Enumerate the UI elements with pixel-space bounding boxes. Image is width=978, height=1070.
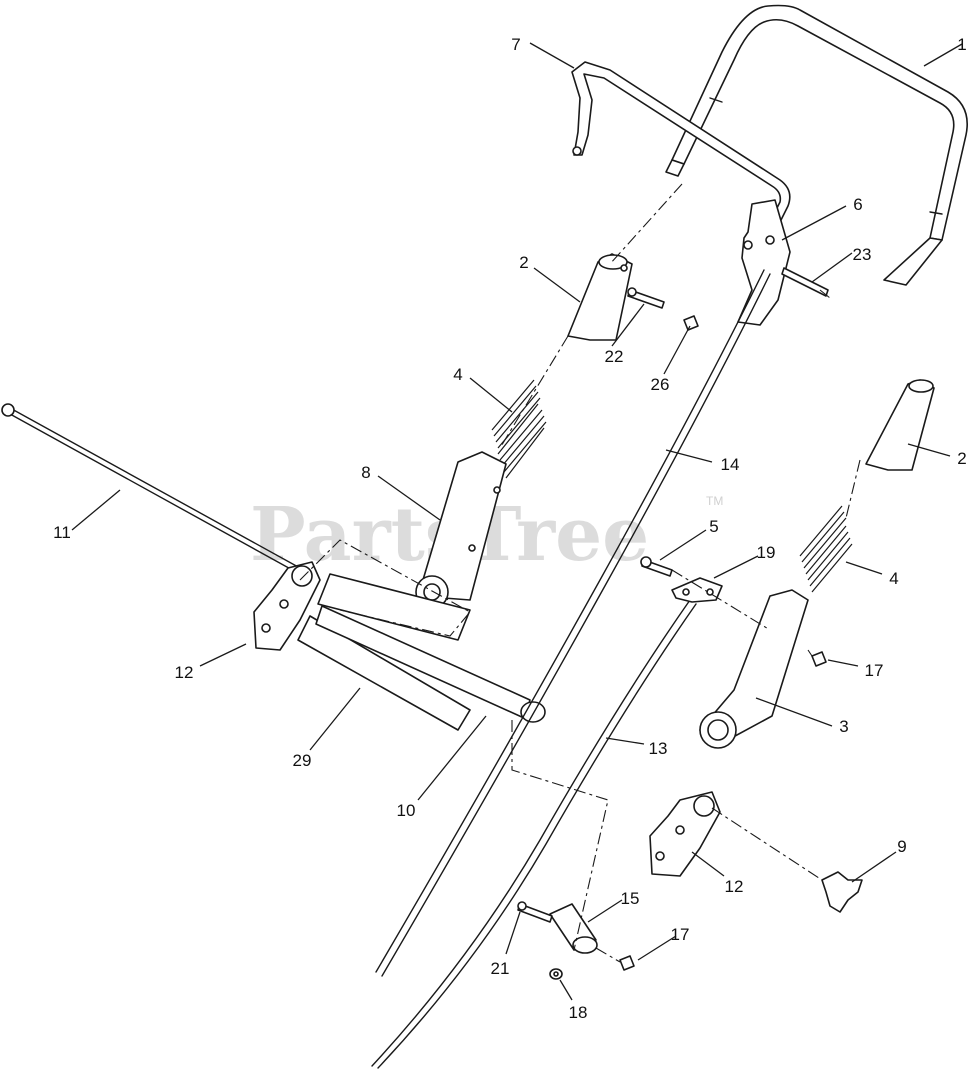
callout-4: 4	[453, 365, 462, 384]
callout-2: 2	[519, 253, 528, 272]
part-washer-18	[549, 968, 563, 980]
callout-11: 11	[53, 523, 71, 542]
part-pin-23	[781, 267, 829, 297]
part-spring-upper	[491, 379, 547, 479]
part-tube-clamp-right	[865, 379, 935, 471]
callout-5: 5	[709, 517, 718, 536]
part-ferrule-15	[549, 903, 598, 954]
part-bracket-12-right	[649, 791, 721, 877]
callout-26: 26	[651, 375, 670, 394]
callout-22: 22	[605, 347, 624, 366]
part-lower-handle-right	[699, 589, 809, 749]
callout-4: 4	[889, 569, 898, 588]
part-rod-11	[1, 403, 301, 573]
callout-19: 19	[757, 543, 776, 562]
part-cable-14	[375, 269, 771, 977]
callout-17: 17	[671, 925, 690, 944]
callout-14: 14	[721, 455, 740, 474]
part-bolt-21	[517, 901, 553, 923]
callout-10: 10	[397, 801, 416, 820]
part-nut-17-lower	[619, 955, 635, 971]
part-control-bracket	[737, 199, 791, 326]
callout-12: 12	[725, 877, 744, 896]
callout-21: 21	[491, 959, 510, 978]
part-spring-right	[799, 505, 853, 593]
callout-7: 7	[511, 35, 520, 54]
callout-1: 1	[957, 35, 966, 54]
callout-15: 15	[621, 889, 640, 908]
part-knob-9	[821, 871, 863, 913]
callout-23: 23	[853, 245, 872, 264]
part-plate-19	[671, 577, 723, 603]
callout-12: 12	[175, 663, 194, 682]
part-tube-clamp-upper	[567, 253, 633, 341]
part-bracket-12-left	[253, 561, 321, 651]
part-bolt-5	[640, 556, 673, 577]
callout-3: 3	[839, 717, 848, 736]
callout-labels: 1 2 2 3 4 4 5 6 7 8 9 10 11 12 12 13 14 …	[53, 35, 967, 1022]
part-pads-29	[297, 573, 471, 731]
part-upper-handle	[665, 4, 968, 286]
part-cable-13	[371, 599, 697, 1069]
part-nut-26	[683, 315, 699, 331]
part-bail-lever	[571, 61, 791, 223]
callout-13: 13	[649, 739, 668, 758]
part-nut-17-right	[811, 651, 827, 667]
callout-29: 29	[293, 751, 312, 770]
center-lines	[299, 183, 861, 963]
watermark-trademark: TM	[706, 494, 723, 508]
callout-9: 9	[897, 837, 906, 856]
callout-18: 18	[569, 1003, 588, 1022]
callout-8: 8	[361, 463, 370, 482]
part-bolt-22	[627, 287, 665, 309]
part-cross-tube-10	[315, 605, 546, 723]
callout-6: 6	[853, 195, 862, 214]
callout-17: 17	[865, 661, 884, 680]
leader-lines	[71, 42, 963, 1001]
callout-2: 2	[957, 449, 966, 468]
